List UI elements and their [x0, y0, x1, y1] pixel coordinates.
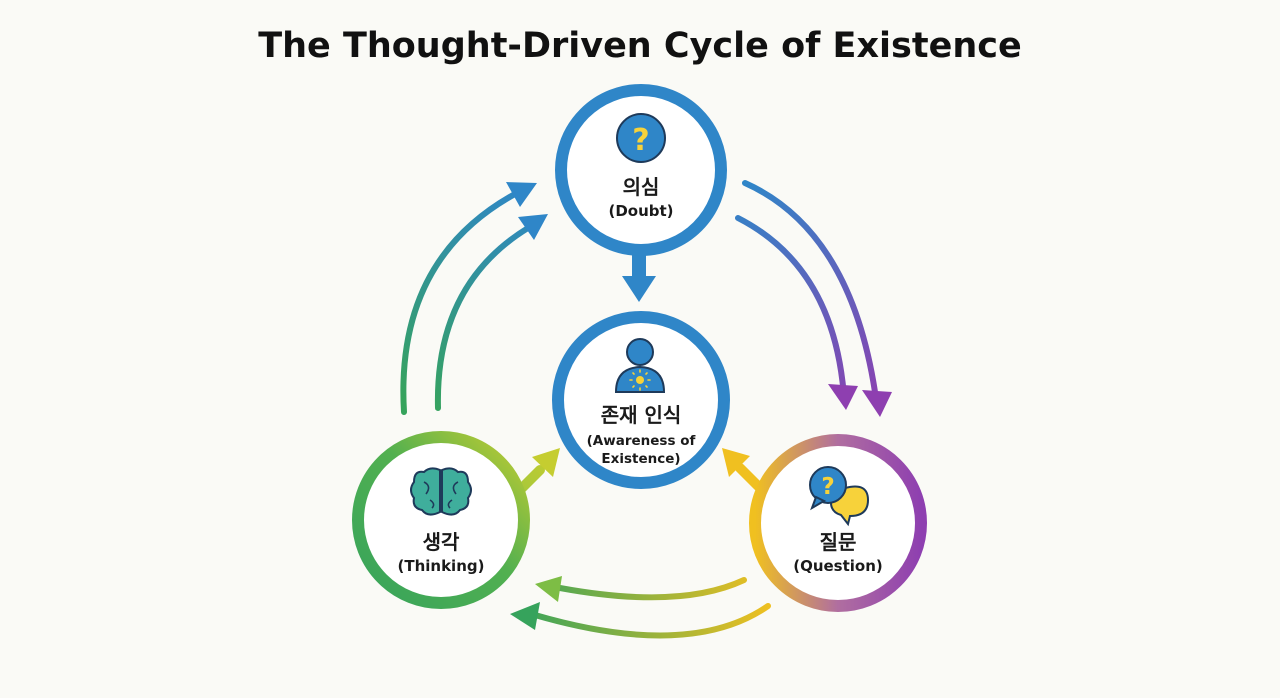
svg-text:?: ? [821, 474, 834, 500]
question-label-en: (Question) [793, 557, 883, 575]
awareness-label-en: (Awareness of Existence) [586, 433, 696, 467]
thinking-label: 생각 (Thinking) [361, 531, 521, 575]
speech-bubbles-icon: ? [809, 466, 870, 527]
thinking-label-en: (Thinking) [397, 557, 485, 575]
arrow-doubt-to-awareness [622, 252, 656, 302]
arrow-question-to-awareness [722, 448, 763, 491]
thinking-label-ko: 생각 [422, 530, 460, 554]
thinking-node [352, 431, 530, 609]
brain-icon [410, 467, 472, 516]
awareness-label: 존재 인식 (Awareness of Existence) [581, 404, 701, 468]
arrow-question-to-thinking [510, 576, 771, 639]
awareness-label-ko: 존재 인식 [600, 403, 682, 427]
arrow-thinking-to-awareness [515, 448, 560, 495]
awareness-node [552, 311, 730, 489]
doubt-label: 의심 (Doubt) [561, 176, 721, 220]
arrow-doubt-to-question [735, 180, 892, 417]
doubt-label-ko: 의심 [622, 175, 660, 199]
question-label: 질문 (Question) [758, 531, 918, 575]
question-mark-icon: ? [616, 113, 666, 163]
person-light-icon [614, 338, 666, 393]
question-node: ? [749, 434, 927, 612]
doubt-node: ? [555, 84, 727, 256]
question-label-ko: 질문 [819, 530, 857, 554]
doubt-label-en: (Doubt) [608, 202, 674, 220]
diagram-title: The Thought-Driven Cycle of Existence [258, 26, 1022, 66]
svg-text:?: ? [632, 123, 649, 158]
arrow-thinking-to-doubt [400, 182, 548, 415]
